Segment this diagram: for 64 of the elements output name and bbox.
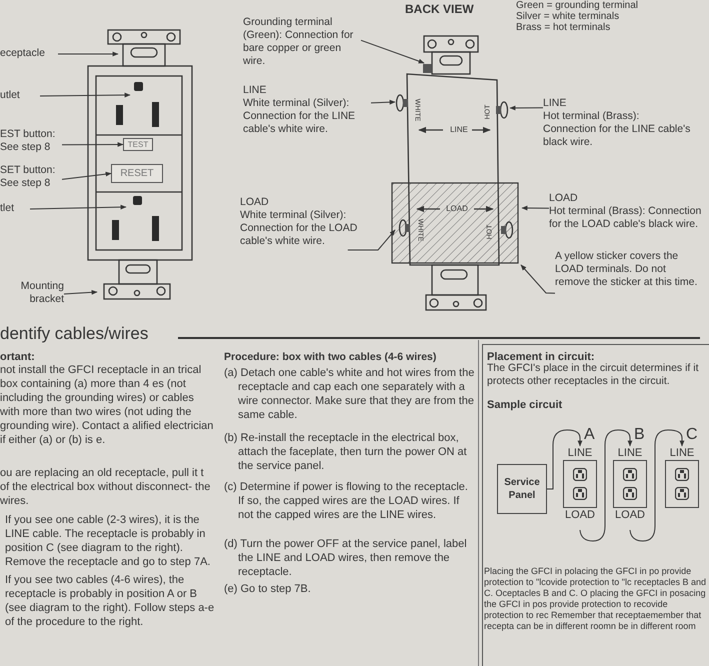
leader-line: [370, 100, 396, 105]
wire-arrow: [546, 430, 582, 490]
terminal-heading: LINE: [243, 84, 268, 97]
panel-heading: Placement in circuit:: [487, 350, 596, 363]
callout-label: Hot terminal (Brass): Connection for the LINE cable's black wire.: [543, 110, 692, 149]
leader-line: [360, 40, 425, 64]
position-letter: B: [634, 426, 645, 444]
instruction-paragraph: If you see one cable (2-3 wires), it is the LINE cable. The receptacle is probably in position C (see diagram to the right). Remove the receptacle and go to step 7A.: [5, 513, 212, 569]
instruction-paragraph: If you see two cables (4-6 wires), the receptacle is probably in position A or B (see diagram to the right). Follow steps a-e of the procedure to the right.: [5, 573, 216, 629]
key-text: Green = grounding terminal: [516, 0, 640, 11]
procedure-heading: Procedure: box with two cables (4-6 wires): [224, 350, 438, 365]
procedure-step: (b) Re-install the receptacle in the electrical box, attach the faceplate, then turn the power ON at the service panel.: [224, 431, 476, 473]
service-panel-box: Service Panel: [497, 464, 547, 514]
line-label: LINE: [670, 446, 694, 460]
side-marking: LOAD: [445, 203, 469, 215]
section-heading: dentify cables/wires: [0, 324, 150, 344]
callout-label: SET button: See step 8: [0, 164, 62, 192]
leader-line: [347, 230, 396, 250]
leader-line: [62, 142, 124, 147]
line-label: LINE: [618, 446, 642, 460]
panel-paragraph: Placing the GFCI in polacing the GFCI in po provide protection to "lcovide protection to "lc receptacles B and C. Oceptacles B and C. O placing the GFCI in posacing the GFCI in pos provide protection to recovide protection to rec Remember that receptaemember that recepta can be in different roomn be in different room: [484, 566, 706, 632]
leader-line: [521, 206, 550, 210]
subheading: Sample circuit: [487, 398, 564, 413]
callout-label: tlet: [0, 202, 30, 216]
key-text: Silver = white terminals: [516, 11, 620, 22]
instruction-paragraph: ou are replacing an old receptacle, pull it t of the electrical box without disconnect- the wires.: [0, 466, 212, 508]
callout-label: White terminal (Silver): Connection for the LINE cable's white wire.: [243, 97, 356, 136]
position-letter: A: [584, 426, 595, 444]
leader-line: [40, 92, 131, 98]
procedure-step: (c) Determine if power is flowing to the receptacle. If so, the capped wires are the LOAD wires. If not the capped wires are the LINE wires.: [224, 480, 476, 522]
wire-arrow: [630, 430, 684, 542]
test-button: TEST: [123, 138, 153, 151]
load-label: LOAD: [565, 508, 595, 522]
wire-arrow: [580, 430, 632, 542]
callout-label: eceptacle: [0, 47, 58, 61]
procedure-step: (e) Go to step 7B.: [224, 582, 476, 596]
view-title: BACK VIEW: [405, 1, 475, 18]
callout-label: White terminal (Silver): Connection for the LOAD cable's white wire.: [240, 209, 358, 248]
leader-line: [509, 106, 544, 110]
callout-note: A yellow sticker covers the LOAD terminals. Do not remove the sticker at this time.: [555, 250, 700, 304]
panel-paragraph: The GFCI's place in the circuit determines if it protects other receptacles in the circuit.: [487, 362, 700, 388]
note-paragraph: not install the GFCI receptacle in an trical box containing (a) more than 4 es (not including the grounding wires) or cables with more than two wires (not uding the grounding wire). Contact a alified electrician if either (a) or (b) is e.: [0, 363, 214, 447]
note-heading: ortant:: [0, 350, 36, 365]
terminal-heading: LOAD: [549, 192, 579, 205]
reset-button: RESET: [111, 164, 163, 183]
load-label: LOAD: [615, 508, 645, 522]
leader-line: [64, 290, 98, 295]
side-marking: LINE: [449, 124, 469, 136]
line-label: LINE: [568, 446, 592, 460]
position-letter: C: [686, 426, 698, 444]
callout-label: utlet: [0, 89, 40, 103]
callout-label: Grounding terminal (Green): Connection for bare copper or green wire.: [243, 16, 361, 70]
callout-label: EST button: See step 8: [0, 128, 62, 156]
leader-line: [62, 172, 112, 180]
terminal-heading: LOAD: [240, 196, 270, 209]
terminal-heading: LINE: [543, 97, 568, 110]
procedure-step: (d) Turn the power OFF at the service panel, label the LINE and LOAD wires, then remove the receptacle.: [224, 537, 476, 579]
leader-line: [520, 264, 556, 294]
procedure-step: (a) Detach one cable's white and hot wires from the receptacle and cap each one separately with a wire connector. Make sure that they are from the same cable.: [224, 366, 476, 422]
leader-line: [30, 204, 127, 210]
leader-line: [58, 52, 119, 56]
callout-label: Mounting bracket: [6, 280, 64, 308]
key-text: Brass = hot terminals: [516, 22, 612, 33]
callout-label: Hot terminal (Brass): Connection for the LOAD cable's black wire.: [549, 205, 702, 231]
